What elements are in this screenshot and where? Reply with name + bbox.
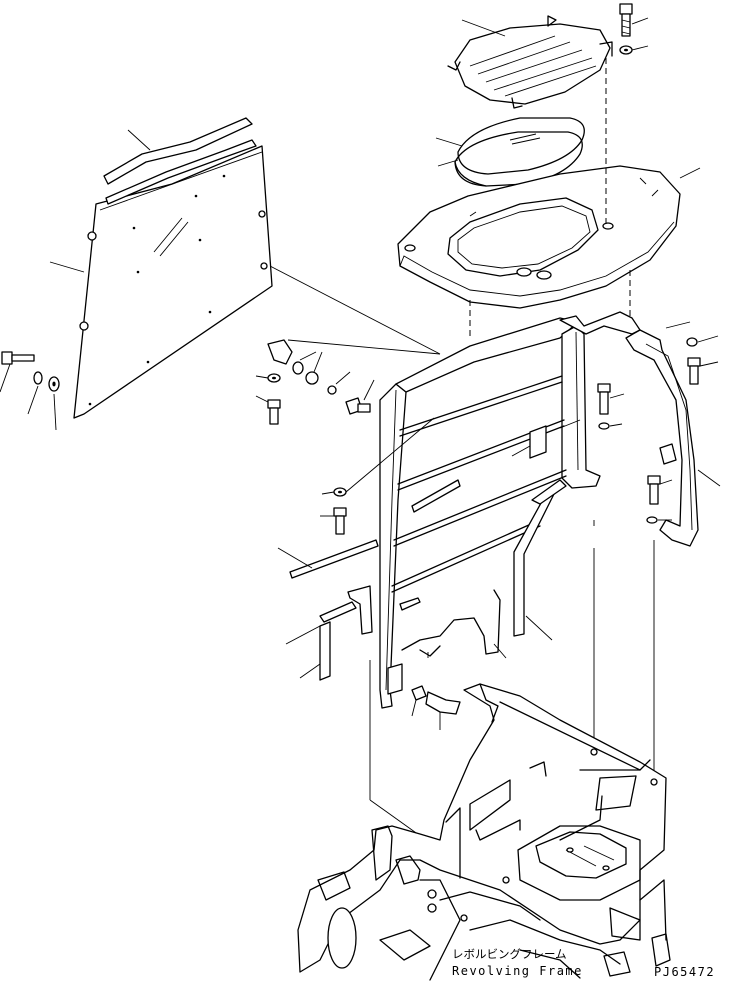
cab-frame — [379, 311, 641, 709]
figure-code: PJ65472 — [654, 965, 715, 979]
mid-clips — [267, 339, 371, 425]
top-bolt — [619, 3, 633, 55]
side-window — [73, 145, 273, 419]
revolving-frame-label-en: Revolving Frame — [452, 964, 583, 978]
handrail — [625, 329, 699, 547]
handrail-hardware — [597, 337, 701, 524]
revolving-frame — [297, 683, 671, 981]
frame-bolts-left — [333, 487, 347, 535]
top-grille-cover — [447, 15, 613, 109]
roof-panel — [397, 165, 681, 309]
frame-attach-bolts — [411, 685, 461, 715]
window-seal-strip — [103, 117, 257, 205]
trim-strips — [289, 479, 567, 681]
window-bolts-left — [1, 351, 60, 392]
cushion-pad — [454, 117, 585, 187]
revolving-frame-label-jp: レボルビングフレーム — [452, 947, 567, 961]
